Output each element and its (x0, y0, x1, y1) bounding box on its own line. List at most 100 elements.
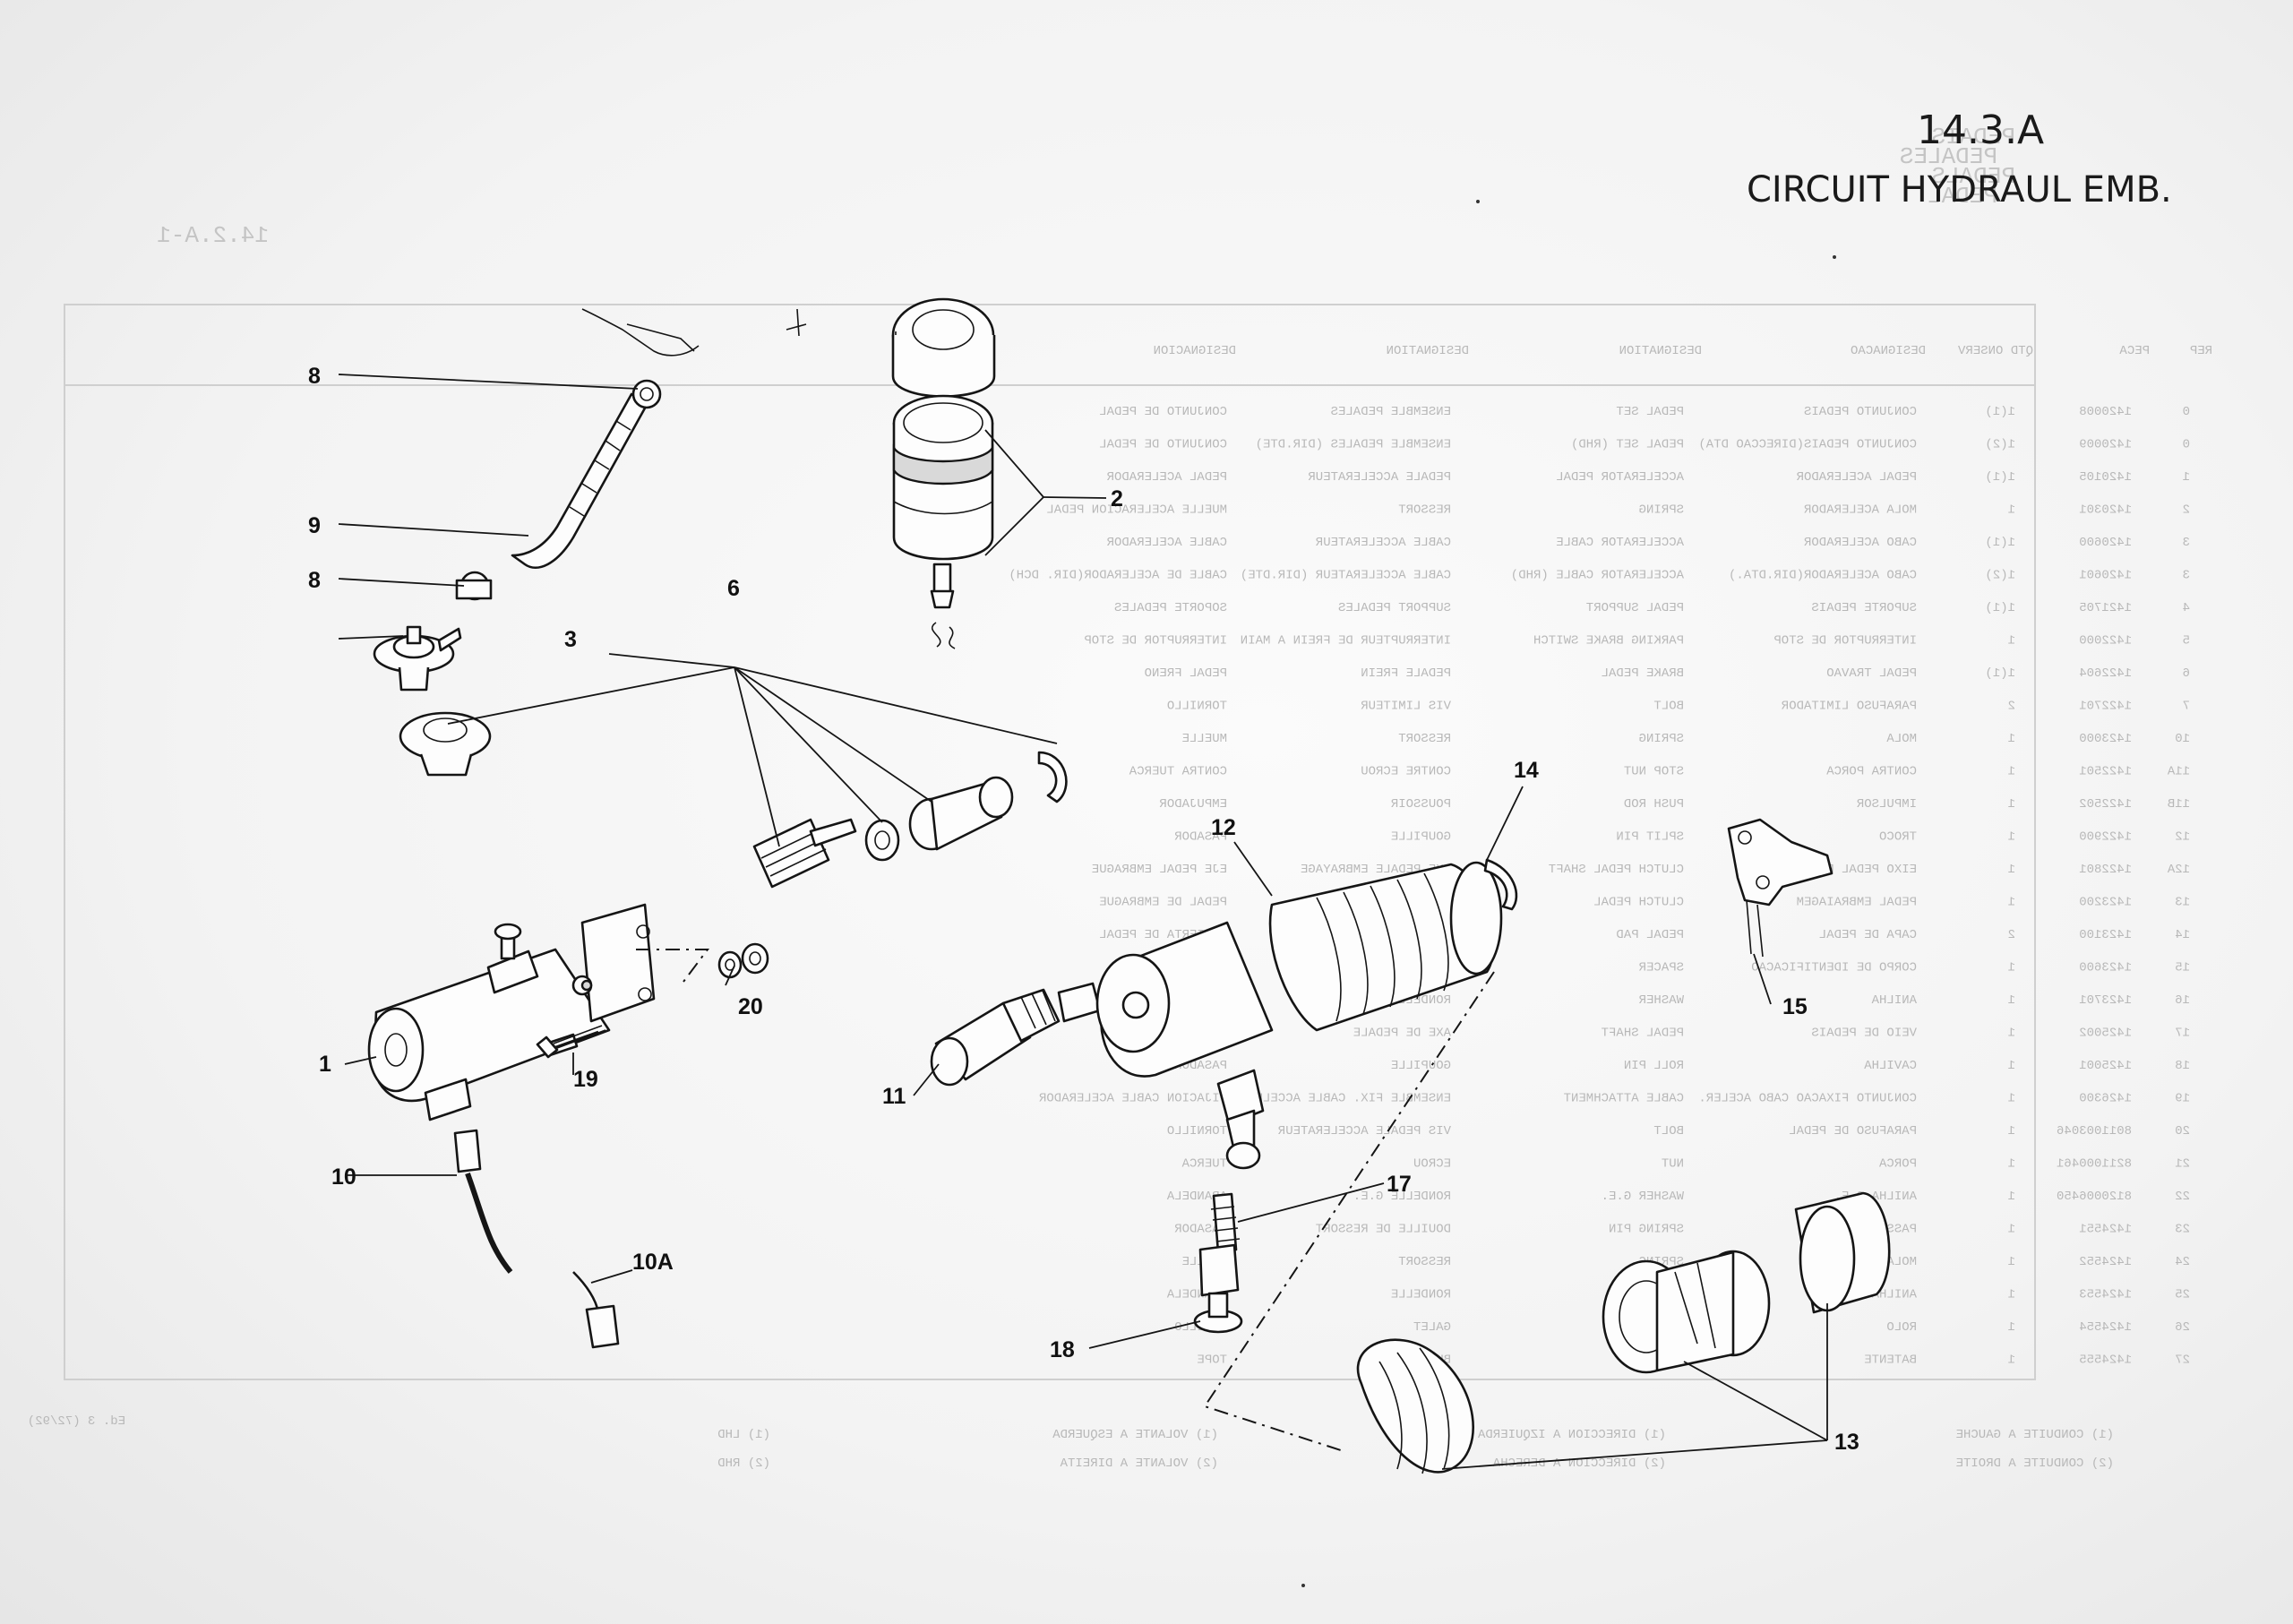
bleed-title: PEDAIS (1931, 124, 2015, 150)
bleed-footnote: (2) DIRECCION A DERECHA (1492, 1456, 1666, 1471)
bleed-cell: CLUTCH PEDAL SHAFT (1549, 863, 1684, 877)
bleed-cell: 2 (2183, 503, 2190, 518)
bleed-cell: 1423701 (2079, 993, 2132, 1008)
bleed-cell: EJE PEDAL EMBRAGUE (1092, 863, 1227, 877)
bleed-cell: SPRING PIN (1609, 1223, 1684, 1237)
bleed-cell: SPACER (1638, 961, 1684, 975)
bleed-cell: 0 (2183, 405, 2190, 419)
bleed-cell: 1 (2183, 470, 2190, 485)
bleed-cell: 1 (2008, 993, 2015, 1008)
bleed-cell: 1420008 (2079, 405, 2132, 419)
bleed-cell: PEDAL DE EMBRAGUE (1099, 896, 1227, 910)
bleed-cell: PARAFUSO DE PEDAL (1789, 1124, 1917, 1139)
hose-connector-icon (930, 982, 1102, 1087)
bleed-cell: PEDAL FRENO (1145, 666, 1227, 681)
clutch-master-cylinder-icon (367, 903, 656, 1121)
bleed-table-frame (64, 304, 2036, 1380)
bleed-cell: MUELLE ACELERACION PEDAL (1046, 503, 1227, 518)
bleed-cell: INTERRUPTOR DE STOP (1084, 634, 1227, 649)
bleed-cell: TUERCA (1181, 1157, 1227, 1172)
bleed-cell: 15 (2175, 961, 2190, 975)
bleed-column-header: REP (2190, 344, 2212, 358)
bleed-cell: 3 (2183, 536, 2190, 550)
bleed-cell: 12A (2167, 863, 2190, 877)
bleed-cell: PEDAL SET (RHD) (1571, 438, 1684, 452)
bleed-cell: ACCELERATOR CABLE (1556, 536, 1684, 550)
bleed-cell: CABO ACELERADOR (1803, 536, 1917, 550)
bleed-cell: 1 (2008, 1059, 2015, 1073)
bleed-cell: SPRING (1639, 503, 1684, 518)
bleed-cell: 1422900 (2079, 830, 2132, 845)
bleed-cell: VIS PEDALE ACCELERATEUR (1277, 1124, 1451, 1139)
bleed-cell: ENSEMBLE FIX. CABLE ACCELERAT. (1225, 1092, 1451, 1106)
bleed-cell: VIS LIMITEUR (1361, 700, 1451, 714)
bleed-cell: 1(2) (1985, 438, 2015, 452)
bleed-cell: 19 (2175, 1092, 2190, 1106)
bleed-cell: 17 (2175, 1027, 2190, 1041)
bleed-cell: CLUTCH PEDAL (1593, 896, 1684, 910)
bleed-section-ref: 14.2.A-1 (157, 222, 269, 249)
bleed-cell: IMPULSOR (1856, 797, 1917, 812)
callout-13: 13 (1834, 1430, 1859, 1455)
bleed-column-header: DESIGNACION (1154, 344, 1236, 358)
bleed-cell: ROLL PIN (1624, 1059, 1684, 1073)
callout-8b: 8 (308, 568, 321, 593)
piston-seal-kit-icon (1356, 1191, 1891, 1474)
bleed-cell: 1(1) (1985, 666, 2015, 681)
bleed-cell: 1 (2008, 797, 2015, 812)
bleed-cell: 1(1) (1985, 405, 2015, 419)
bleed-cell: PARAFUSO LIMITADOR (1781, 700, 1917, 714)
bleed-cell: 1 (2008, 732, 2015, 746)
bleed-cell: 18 (2175, 1059, 2190, 1073)
callout-15: 15 (1782, 994, 1808, 1019)
bleed-cell: PEDAL SET (1616, 405, 1684, 419)
bleed-cell: 1 (2008, 830, 2015, 845)
bleed-cell: RESSORT (1398, 1255, 1451, 1269)
bleed-cell: 1420600 (2079, 536, 2132, 550)
callout-19: 19 (573, 1067, 598, 1092)
bleed-cell: PASADOR (1174, 830, 1227, 845)
bleed-cell: 1421705 (2079, 601, 2132, 615)
bleed-footnote: (2) CONDUITE A DROITE (1956, 1456, 2114, 1471)
bleed-cell: 1 (2008, 503, 2015, 518)
callout-10: 10 (331, 1164, 356, 1190)
bleed-cell: WASHER (1638, 993, 1684, 1008)
bleed-footnotes: (1) CONDUITE A GAUCHE(2) CONDUITE A DROI… (717, 1428, 2114, 1471)
bleed-column-header: DESIGNACAO (1851, 344, 1926, 358)
bleed-cell: RESSORT (1398, 732, 1451, 746)
bleed-cell: 1422502 (2079, 797, 2132, 812)
bleed-cell: CABLE ACELERADOR (1106, 536, 1227, 550)
bleed-footnote: (2) VOLANTE A DIREITA (1060, 1456, 1218, 1471)
bleed-cell: TORNILLO (1167, 700, 1227, 714)
bleed-cell: PUSH ROD (1624, 797, 1684, 812)
bleed-cell: ROLO (1886, 1320, 1917, 1335)
bleed-cell: 1422501 (2079, 765, 2132, 779)
bleed-cell: ARANDELA (1166, 1190, 1227, 1204)
bleed-cell: MOLA (1886, 1255, 1917, 1269)
bleed-cell: 4 (2183, 601, 2190, 615)
bleed-cell: SUPORTE PEDAIS (1811, 601, 1917, 615)
bleed-cell: 20 (2175, 1124, 2190, 1139)
bleed-column-header: DESIGNATION (1387, 344, 1469, 358)
bleed-cell: TROCO (1879, 830, 1917, 845)
bleed-column-header: QTD ONSERV (1957, 344, 2033, 358)
callout-14: 14 (1514, 758, 1539, 783)
bleed-title: PEDALS (1931, 163, 2015, 190)
bleed-cell: 1422000 (2079, 634, 2132, 649)
bleed-cell: RONDELLE (1391, 1288, 1451, 1302)
callout-8a: 8 (308, 364, 321, 389)
bleed-cell: CONTRA TUERCA (1129, 765, 1227, 779)
washer-pair-icon (717, 942, 769, 979)
bleed-cell: GALET (1413, 1320, 1451, 1335)
bleed-cell: BATENTE (1864, 1353, 1917, 1368)
mounting-bracket-icon (1727, 818, 1834, 958)
callout-6: 6 (727, 576, 740, 601)
bleed-cell: 1 (2008, 1288, 2015, 1302)
bleed-cell: PEDAL TRAVAO (1826, 666, 1917, 681)
bleed-cell: 10 (2175, 732, 2190, 746)
callout-3: 3 (564, 627, 577, 652)
bleed-cell: CAPA DE PEDAL (1819, 928, 1917, 942)
bleed-cell: 27 (2175, 1353, 2190, 1368)
